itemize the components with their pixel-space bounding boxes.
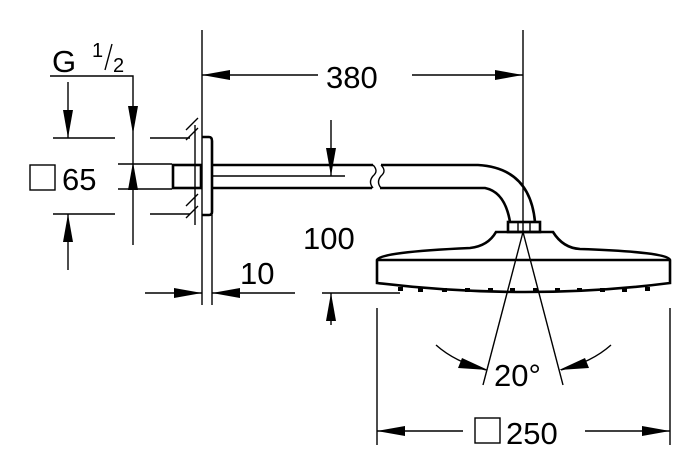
thread-leader — [50, 75, 134, 245]
connector-square — [171, 163, 203, 190]
wall-hatching — [185, 117, 199, 219]
thread-fraction-denominator: 2 — [113, 55, 124, 77]
arrow-down — [128, 106, 138, 134]
arrow-down — [63, 110, 73, 138]
wall-gap-dimension: 10 — [145, 215, 295, 305]
arrow-up — [128, 162, 138, 190]
fraction-slash — [104, 43, 113, 71]
flange-dimension: 65 — [29, 82, 190, 270]
tilt-angle-dimension: 20° — [435, 231, 612, 393]
arrow-up — [63, 214, 73, 242]
arm-length-dimension: 380 — [202, 30, 524, 232]
square-symbol — [29, 164, 56, 191]
break-mark — [369, 164, 385, 189]
head-size-dimension: 250 — [376, 308, 671, 451]
shower-arm — [212, 163, 542, 234]
thread-fraction-numerator: 1 — [92, 40, 103, 62]
tilt-angle: 20° — [494, 358, 541, 393]
flange-size: 65 — [62, 162, 96, 197]
swivel-joint — [506, 220, 542, 234]
wall-gap: 10 — [240, 256, 274, 291]
arm-height: 100 — [303, 221, 355, 256]
shower-head — [375, 230, 672, 294]
nozzles — [398, 287, 650, 292]
wall-mount — [171, 30, 214, 305]
wall-plate — [202, 135, 214, 217]
arm-height-dimension: 100 — [303, 120, 400, 325]
arm-length: 380 — [326, 60, 378, 95]
head-size: 250 — [506, 416, 558, 451]
thread-label: G — [52, 44, 76, 79]
square-symbol — [474, 417, 501, 444]
